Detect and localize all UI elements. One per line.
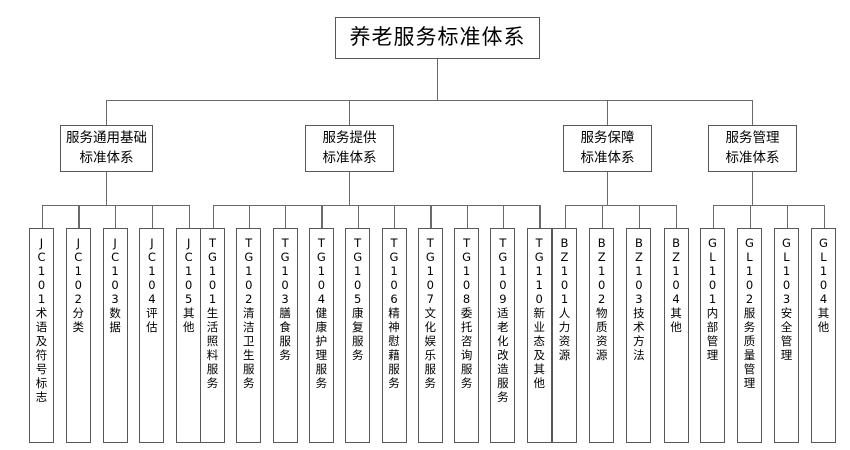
drop-to-tg101 bbox=[212, 205, 214, 228]
drop-to-category-bz bbox=[607, 100, 609, 126]
stem-category-jc bbox=[106, 172, 108, 205]
drop-to-category-gl bbox=[752, 100, 754, 126]
drop-to-gl102 bbox=[749, 205, 751, 228]
drop-to-category-jc bbox=[106, 100, 108, 126]
drop-to-gl103 bbox=[786, 205, 788, 228]
drop-to-tg109 bbox=[502, 205, 505, 228]
drop-to-tg107 bbox=[430, 205, 432, 228]
category-node-gl: 服务管理 标准体系 bbox=[708, 125, 797, 172]
drop-to-tg103 bbox=[285, 205, 287, 228]
root-node-label: 养老服务标准体系 bbox=[349, 25, 526, 50]
category-bz-label-line1: 服务保障 bbox=[580, 129, 635, 146]
drop-to-bz103 bbox=[638, 205, 641, 228]
stem-category-tg bbox=[349, 172, 351, 205]
drop-to-tg102 bbox=[248, 205, 251, 228]
stem-category-bz bbox=[607, 172, 609, 205]
drop-to-category-tg bbox=[349, 100, 351, 126]
drop-to-jc102 bbox=[78, 205, 80, 228]
root-node: 养老服务标准体系 bbox=[335, 17, 540, 59]
drop-to-tg105 bbox=[357, 205, 360, 228]
category-gl-label-line1: 服务管理 bbox=[725, 129, 780, 146]
drop-to-tg106 bbox=[394, 205, 396, 228]
category-node-tg: 服务提供 标准体系 bbox=[305, 125, 394, 172]
drop-to-tg108 bbox=[466, 205, 468, 228]
drop-to-jc103 bbox=[115, 205, 117, 228]
category-node-jc: 服务通用基础 标准体系 bbox=[60, 125, 153, 172]
child-bus-gl bbox=[712, 205, 824, 207]
category-node-bz: 服务保障 标准体系 bbox=[563, 125, 652, 172]
category-gl-label-line2: 标准体系 bbox=[725, 149, 780, 166]
drop-to-jc105 bbox=[188, 205, 191, 228]
child-bus-bz bbox=[564, 205, 677, 207]
drop-to-bz104 bbox=[676, 205, 678, 228]
drop-to-gl101 bbox=[712, 205, 714, 228]
category-jc-label-line2: 标准体系 bbox=[79, 149, 134, 166]
category-bz-label-line2: 标准体系 bbox=[580, 149, 635, 166]
drop-to-tg110 bbox=[539, 205, 541, 228]
category-tg-label-line2: 标准体系 bbox=[322, 149, 377, 166]
drop-to-bz102 bbox=[601, 205, 604, 228]
child-bus-tg bbox=[212, 205, 540, 207]
category-tg-label-line1: 服务提供 bbox=[322, 129, 377, 146]
root-stem bbox=[437, 59, 439, 101]
drop-to-bz101 bbox=[564, 205, 566, 228]
main-bus bbox=[106, 100, 753, 102]
drop-to-jc104 bbox=[151, 205, 154, 228]
stem-category-gl bbox=[752, 172, 754, 205]
drop-to-gl104 bbox=[823, 205, 825, 228]
drop-to-tg104 bbox=[321, 205, 323, 228]
category-jc-label-line1: 服务通用基础 bbox=[66, 129, 147, 146]
drop-to-jc101 bbox=[41, 205, 43, 228]
